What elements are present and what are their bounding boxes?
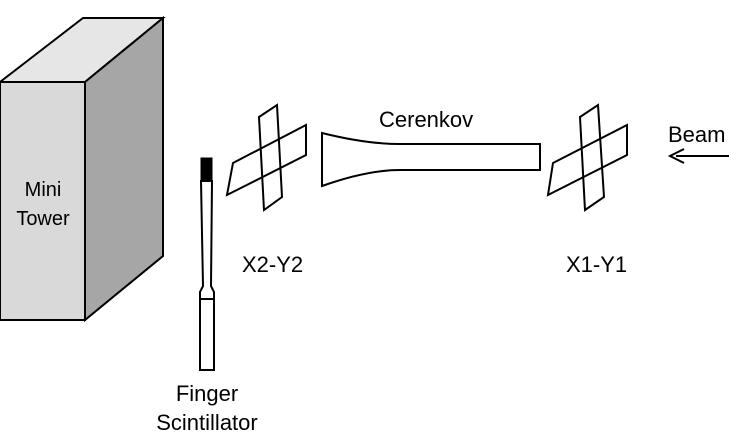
cerenkov-label: Cerenkov [379, 107, 474, 132]
mini-tower [0, 15, 166, 323]
cerenkov-body [321, 131, 541, 188]
mini-tower-front [0, 81, 86, 321]
x1y1-label: X1-Y1 [566, 252, 628, 277]
beam-arrow-head [667, 148, 685, 164]
finger-scintillator-label: Finger Scintillator [145, 379, 269, 437]
beam-arrow [667, 148, 729, 164]
mini-tower-label-line2: Tower [16, 208, 70, 230]
x2y2-hodoscope [225, 103, 307, 212]
finger-scintillator-top-cap [200, 157, 213, 182]
mini-tower-label: Mini Tower [14, 176, 72, 234]
finger-scintillator [199, 157, 215, 371]
beam-label: Beam [668, 122, 726, 147]
x1y1-vertical-plane [578, 103, 606, 212]
x1y1-horizontal-plane [546, 123, 628, 197]
cerenkov-counter [321, 131, 541, 188]
x2y2-label: X2-Y2 [242, 252, 304, 277]
finger-scintillator-label-line1: Finger [175, 381, 239, 406]
x2y2-vertical-plane [257, 103, 284, 212]
x1y1-hodoscope [546, 103, 628, 212]
finger-scintillator-label-line2: Scintillator [156, 410, 258, 435]
x2y2-horizontal-plane [225, 123, 307, 197]
mini-tower-label-line1: Mini [24, 179, 62, 201]
finger-scintillator-body [199, 180, 215, 371]
